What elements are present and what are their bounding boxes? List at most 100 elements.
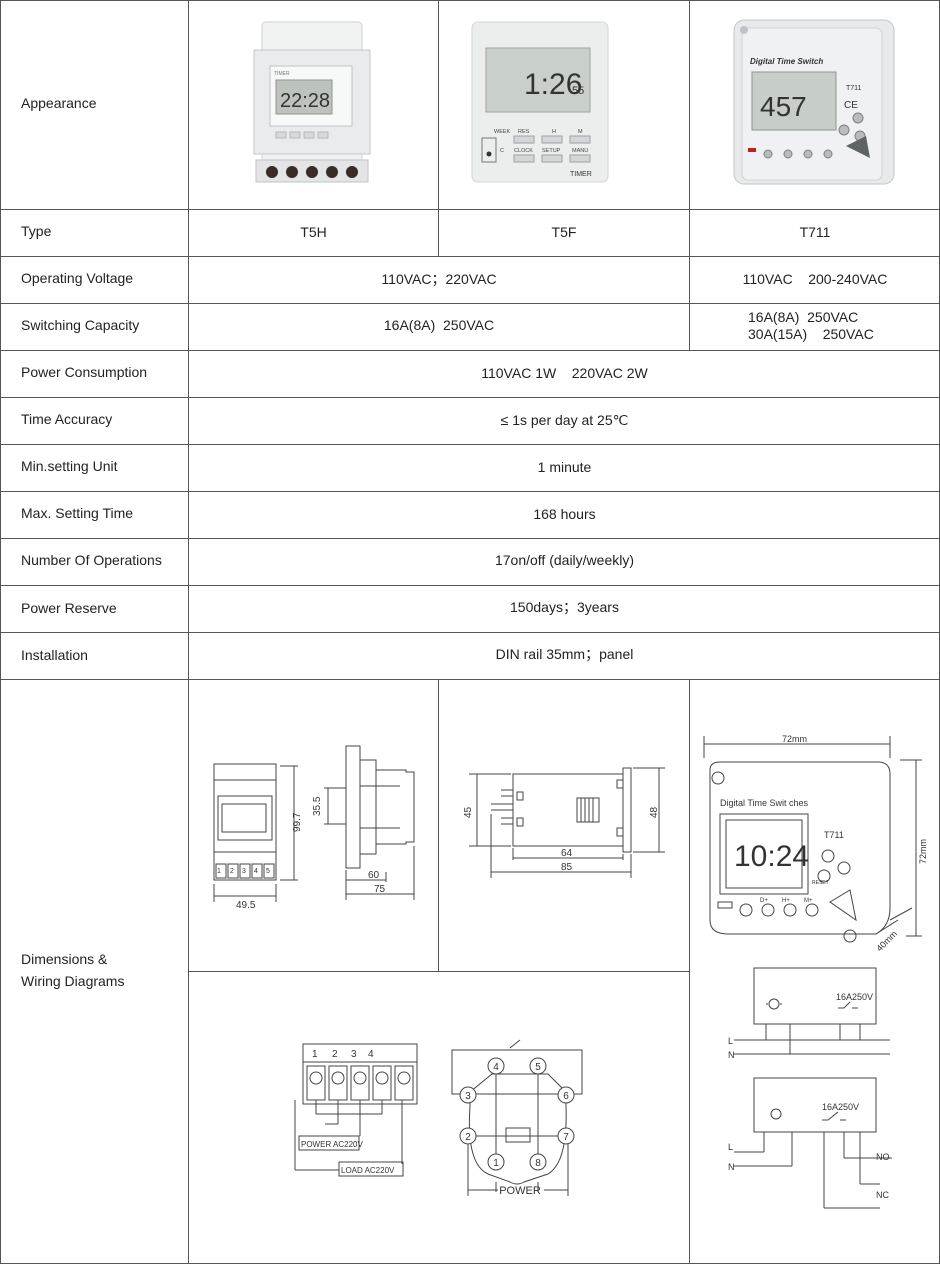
reserve-label: Power Reserve <box>21 599 117 616</box>
max-time-label: Max. Setting Time <box>21 504 134 521</box>
t711-wiring-rating-2: 16A250V <box>822 1102 859 1112</box>
t5f-btn-res: RES <box>518 129 530 135</box>
t711-drawing-display: 10:24 <box>734 840 809 873</box>
t711-drawing-model: T711 <box>824 830 844 840</box>
capacity-t711: 16A(8A) 250VAC 30A(15A) 250VAC <box>748 306 938 346</box>
t711-wiring-L-2: L <box>728 1142 733 1152</box>
t5h-wiring-terminal-4: 4 <box>368 1049 374 1060</box>
t711-product-image: Digital Time Switch T711 457 CE <box>733 19 895 185</box>
t711-dim-height: 72mm <box>918 839 928 864</box>
power-label: Power Consumption <box>21 363 148 380</box>
t5h-terminal-5: 5 <box>266 868 270 875</box>
appearance-label: Appearance <box>21 94 97 111</box>
t711-wiring-no: NO <box>876 1152 890 1162</box>
t5f-pin-2: 2 <box>465 1132 471 1143</box>
t5f-dim-depth-a: 64 <box>561 848 573 859</box>
t5f-display: 1:26 <box>524 68 582 101</box>
max-time-value: 168 hours <box>533 505 596 522</box>
t711-drawing-btn-d: D+ <box>760 898 768 904</box>
t5f-dimension-drawing: 45 48 64 85 <box>463 767 665 878</box>
t5f-pin-7: 7 <box>563 1132 569 1143</box>
capacity-t711-line2: 30A(15A) 250VAC <box>748 326 874 342</box>
t711-drawing-title: Digital Time Swit ches <box>720 798 809 808</box>
reserve-value: 150days；3years <box>510 598 619 615</box>
accuracy-value: ≤ 1s per day at 25℃ <box>500 411 629 428</box>
t5h-wiring-diagram: 1 2 3 4 POWER AC220V LOAD AC220V <box>294 1043 418 1177</box>
t5f-btn-setup: SETUP <box>542 148 561 154</box>
t711-ce-mark: CE <box>844 100 858 111</box>
t711-wiring-N-1: N <box>728 1050 735 1060</box>
type-t5h: T5H <box>300 223 327 240</box>
t711-wiring-N-2: N <box>728 1162 735 1172</box>
t5f-btn-c: C <box>500 148 504 154</box>
t5f-pin-3: 3 <box>465 1091 471 1102</box>
t5f-pin-6: 6 <box>563 1091 569 1102</box>
t711-wiring-rating-1: 16A250V <box>836 992 873 1002</box>
t5f-dim-height-b: 48 <box>649 806 660 818</box>
installation-label: Installation <box>21 646 88 663</box>
operations-value: 17on/off (daily/weekly) <box>494 551 635 568</box>
t5h-wiring-terminal-2: 2 <box>332 1049 338 1060</box>
type-label: Type <box>21 222 52 239</box>
t5f-btn-m: M <box>578 129 583 135</box>
t5h-wiring-terminal-3: 3 <box>351 1049 357 1060</box>
t711-title: Digital Time Switch <box>750 57 823 66</box>
power-value: 110VAC 1W 220VAC 2W <box>481 364 648 381</box>
t711-wiring-L-1: L <box>728 1036 733 1046</box>
t5f-btn-week: WEEK <box>494 129 511 135</box>
capacity-t5: 16A(8A) 250VAC <box>383 316 495 333</box>
type-t5f: T5F <box>551 223 577 240</box>
t711-dimension-drawing: 72mm 72mm 40mm Digital Time Swit ches T7… <box>703 734 928 953</box>
t711-dim-width: 72mm <box>782 734 807 744</box>
capacity-t711-line1: 16A(8A) 250VAC <box>748 309 859 325</box>
min-unit-value: 1 minute <box>537 458 592 475</box>
t5h-wiring-power: POWER AC220V <box>301 1140 363 1149</box>
voltage-t5: 110VAC；220VAC <box>381 270 497 287</box>
t711-drawing-btn-h: H+ <box>782 898 790 904</box>
dimensions-label-line1: Dimensions & <box>21 951 108 967</box>
t5h-terminal-2: 2 <box>230 868 234 875</box>
t5f-pin-4: 4 <box>493 1062 499 1073</box>
t5h-display: 22:28 <box>280 90 330 112</box>
t5f-product-image: 1:26 55 WEEK RES H M C CLOCK SETUP MANU … <box>471 21 609 183</box>
t711-model: T711 <box>846 85 862 92</box>
t5f-brand: TIMER <box>570 171 592 178</box>
t5f-pin-5: 5 <box>535 1062 541 1073</box>
t5h-panel-label: TIMER <box>274 71 290 77</box>
t5f-dim-depth-b: 85 <box>561 862 573 873</box>
t5f-dim-height-a: 45 <box>463 806 474 818</box>
t5h-dim-depth-b: 75 <box>374 884 386 895</box>
t5f-wiring-diagram: 1 2 3 4 5 6 7 8 POWER <box>451 1039 583 1197</box>
t5h-dim-width: 49.5 <box>236 900 256 910</box>
t711-drawing-btn-m: M+ <box>804 898 813 904</box>
t5h-dim-rail: 35.5 <box>312 796 323 816</box>
t5f-seconds: 55 <box>572 85 584 97</box>
t5h-product-image: TIMER 22:28 <box>253 21 371 183</box>
t711-wiring-diagrams: 16A250V L N 16A250V L N NO NC <box>728 967 892 1209</box>
t5h-terminal-3: 3 <box>242 868 246 875</box>
t5h-dimension-drawing: 1 2 3 4 5 99.7 35.5 49.5 60 75 <box>213 745 415 910</box>
t5h-wiring-terminal-1: 1 <box>312 1049 318 1060</box>
t711-drawing-reset: RESET <box>812 880 829 886</box>
voltage-label: Operating Voltage <box>21 269 134 286</box>
capacity-label: Switching Capacity <box>21 316 140 333</box>
t5h-dim-depth-a: 60 <box>368 870 380 881</box>
min-unit-label: Min.setting Unit <box>21 457 118 474</box>
dimensions-label: Dimensions & Wiring Diagrams <box>21 948 124 992</box>
voltage-t711: 110VAC 200-240VAC <box>742 270 888 287</box>
t711-display: 457 <box>760 91 807 122</box>
t5f-btn-clock: CLOCK <box>514 148 533 154</box>
t5f-pin-1: 1 <box>493 1158 499 1169</box>
t5f-pin-8: 8 <box>535 1158 541 1169</box>
t5h-terminal-1: 1 <box>217 868 221 875</box>
t5f-btn-h: H <box>552 129 556 135</box>
t5f-wiring-power: POWER <box>499 1185 541 1197</box>
dimensions-label-line2: Wiring Diagrams <box>21 973 125 989</box>
t5h-dim-height: 99.7 <box>292 812 303 832</box>
t711-wiring-nc: NC <box>876 1190 889 1200</box>
t5f-btn-manu: MANU <box>572 148 588 154</box>
type-t711: T711 <box>799 223 831 240</box>
accuracy-label: Time Accuracy <box>21 410 113 427</box>
